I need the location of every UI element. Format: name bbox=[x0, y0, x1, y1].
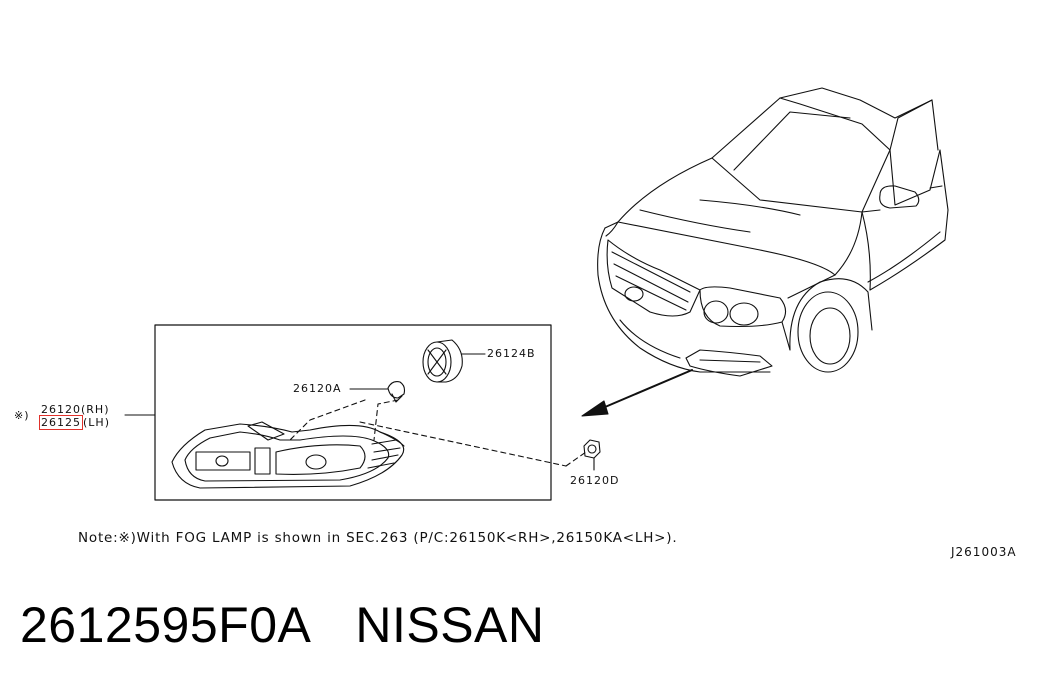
callout-lh-part: 26125(LH) bbox=[39, 415, 110, 430]
car-illustration bbox=[597, 87, 949, 377]
reference-mark-icon: ※) bbox=[14, 409, 30, 422]
nut bbox=[583, 439, 601, 471]
callout-nut: 26120D bbox=[570, 474, 620, 487]
lamp-socket bbox=[422, 339, 463, 383]
caption-brand: NISSAN bbox=[355, 597, 545, 653]
fog-lamp-assembly bbox=[171, 421, 405, 489]
callout-socket: 26124B bbox=[487, 347, 536, 360]
assembly-dashed-lines bbox=[289, 399, 587, 467]
rh-side-label: (RH) bbox=[81, 403, 110, 416]
rh-part-number: 26120 bbox=[41, 403, 81, 416]
diagram-id: J261003A bbox=[951, 545, 1017, 559]
lh-part-number-highlight: 26125 bbox=[39, 415, 83, 430]
callout-bulb: 26120A bbox=[293, 382, 342, 395]
caption-part-number: 2612595F0A bbox=[20, 597, 312, 653]
detail-frame bbox=[154, 324, 552, 501]
lh-side-label: (LH) bbox=[83, 416, 110, 429]
part-caption: 2612595F0A NISSAN bbox=[20, 596, 545, 654]
callout-rh-part: 26120(RH) bbox=[41, 404, 110, 416]
pointer-arrow bbox=[581, 369, 693, 417]
fog-lamp-note: Note:※)With FOG LAMP is shown in SEC.263… bbox=[78, 530, 678, 546]
bulb bbox=[387, 381, 406, 403]
